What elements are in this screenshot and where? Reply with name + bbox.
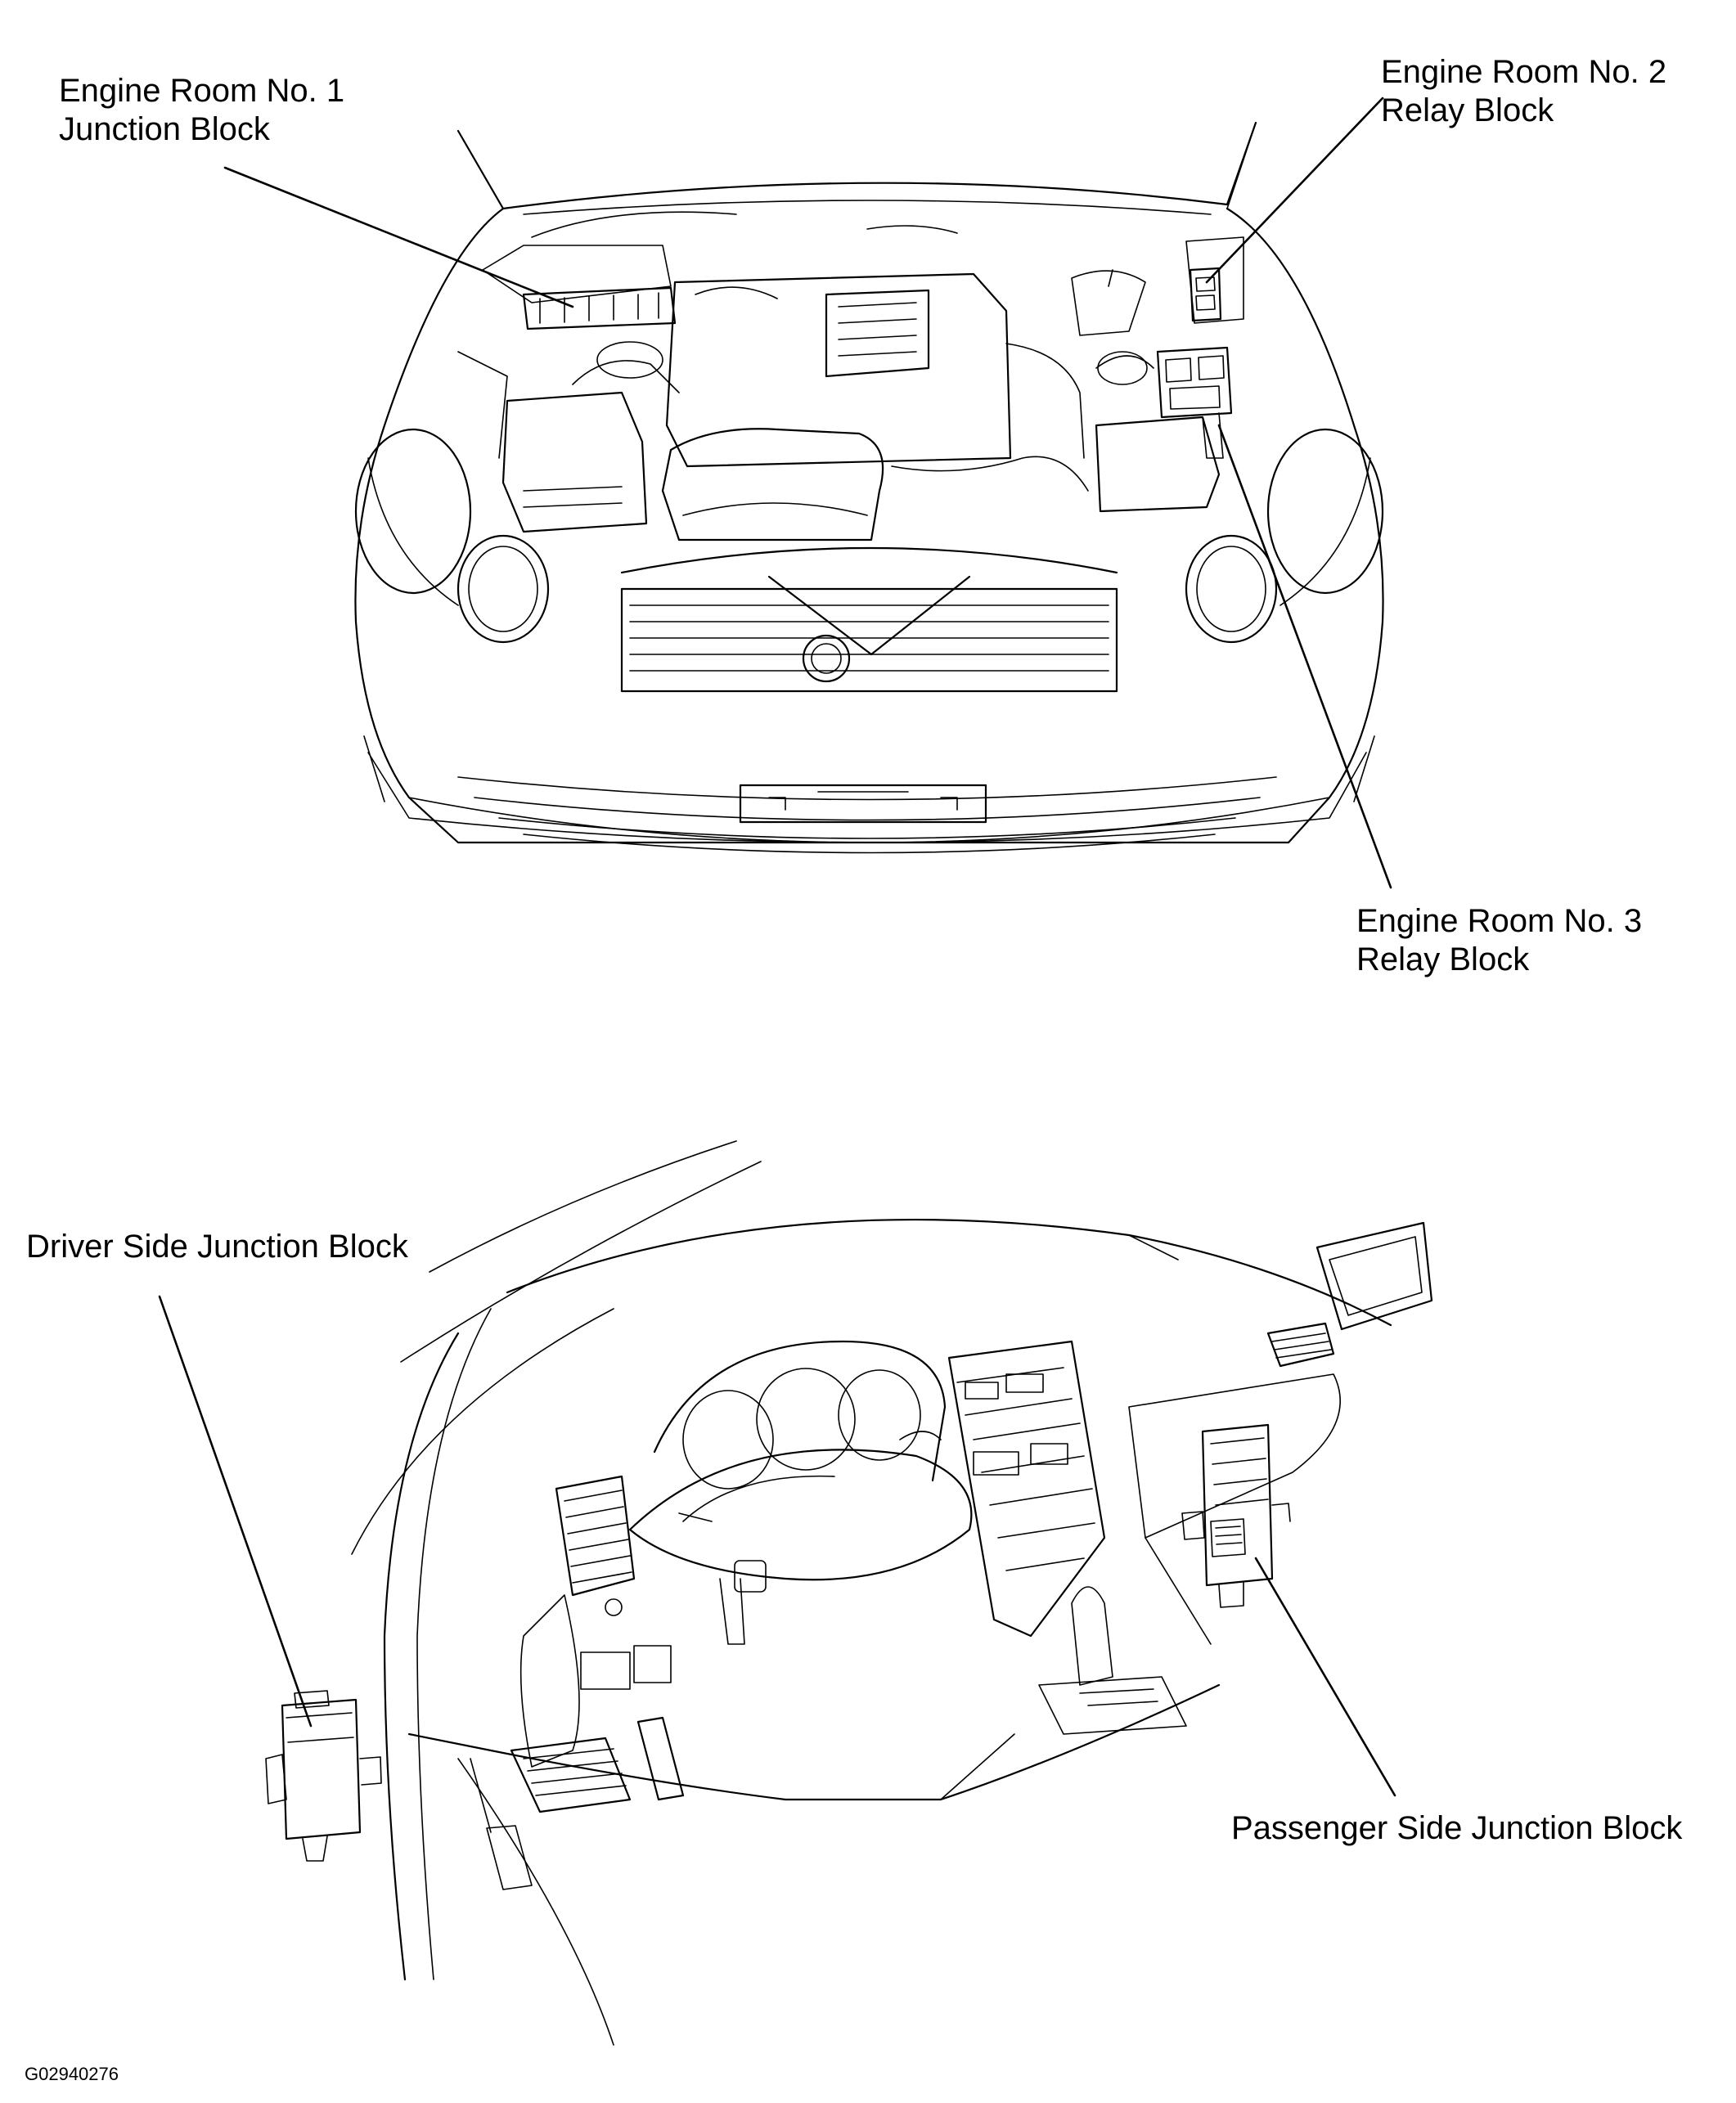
glove-box xyxy=(1128,1373,1341,1539)
leader-driver-side xyxy=(158,1295,313,1728)
passenger-side-junction-block-part xyxy=(1181,1423,1291,1608)
air-intake xyxy=(661,428,884,541)
steering-wheel xyxy=(628,1449,973,1581)
right-vent xyxy=(1266,1322,1335,1368)
radiator-grille xyxy=(620,587,1118,693)
label-engine-room-no1-line2: Junction Block xyxy=(59,111,270,147)
left-headlight xyxy=(354,428,472,595)
label-engine-room-no2-line2: Relay Block xyxy=(1381,92,1554,128)
dashboard-top xyxy=(506,1218,1392,1327)
label-engine-room-no1-junction-block: Engine Room No. 1 Junction Block xyxy=(59,72,344,149)
air-cleaner-box xyxy=(501,391,648,533)
figure-id: G02940276 xyxy=(25,2064,119,2084)
dashboard-illustration xyxy=(265,1140,1433,2046)
leader-lines xyxy=(158,97,1396,1797)
license-plate xyxy=(739,784,987,824)
shift-lever xyxy=(1071,1586,1113,1686)
windshield-line xyxy=(400,1161,762,1363)
label-engine-room-no3-relay-block: Engine Room No. 3 Relay Block xyxy=(1356,902,1642,979)
engine-room-no2-relay-block-part xyxy=(1189,267,1222,322)
label-engine-room-no3-line1: Engine Room No. 3 xyxy=(1356,903,1643,939)
leader-engine-room-no2 xyxy=(1205,97,1384,284)
driver-side-junction-block-part xyxy=(265,1690,382,1862)
side-mirror xyxy=(1315,1221,1433,1331)
a-pillar xyxy=(383,1332,460,1981)
engine-room-no1-junction-block-part xyxy=(522,286,677,330)
label-driver-side-junction-block: Driver Side Junction Block xyxy=(26,1229,408,1265)
right-foglight xyxy=(1185,534,1278,644)
gauge-right xyxy=(838,1369,921,1461)
label-engine-room-no2-line1: Engine Room No. 2 xyxy=(1381,54,1667,90)
gauge-center xyxy=(756,1368,856,1471)
left-foglight xyxy=(456,534,550,644)
parking-pedal xyxy=(486,1825,533,1890)
center-console xyxy=(947,1340,1106,1638)
gauge-left xyxy=(682,1390,774,1490)
front-bumper xyxy=(367,752,1367,843)
right-headlight xyxy=(1266,428,1384,595)
label-engine-room-no3-line2: Relay Block xyxy=(1356,941,1530,977)
left-vent xyxy=(555,1475,636,1597)
radiator-cap xyxy=(802,634,851,683)
hood-outline xyxy=(456,121,1257,210)
instrument-cluster-hood xyxy=(653,1340,947,1482)
body-outline xyxy=(354,207,1384,844)
battery xyxy=(1095,416,1221,513)
leader-passenger-side xyxy=(1254,1557,1396,1797)
label-engine-room-no2-relay-block: Engine Room No. 2 Relay Block xyxy=(1381,53,1666,130)
dashboard-lower-edge xyxy=(407,1683,1221,1801)
brake-pedal xyxy=(510,1737,632,1813)
label-passenger-side-junction-block: Passenger Side Junction Block xyxy=(1231,1810,1683,1846)
leader-engine-room-no1 xyxy=(223,166,574,308)
engine-cover xyxy=(665,272,1012,468)
steering-column-switch xyxy=(734,1560,767,1593)
engine-bay-illustration xyxy=(354,121,1384,854)
hood-stay xyxy=(1226,122,1257,209)
engine-room-no3-relay-block-part xyxy=(1156,346,1233,459)
label-engine-room-no1-line1: Engine Room No. 1 xyxy=(59,73,345,109)
accelerator-pedal xyxy=(636,1716,685,1801)
leader-engine-room-no3 xyxy=(1217,424,1392,889)
